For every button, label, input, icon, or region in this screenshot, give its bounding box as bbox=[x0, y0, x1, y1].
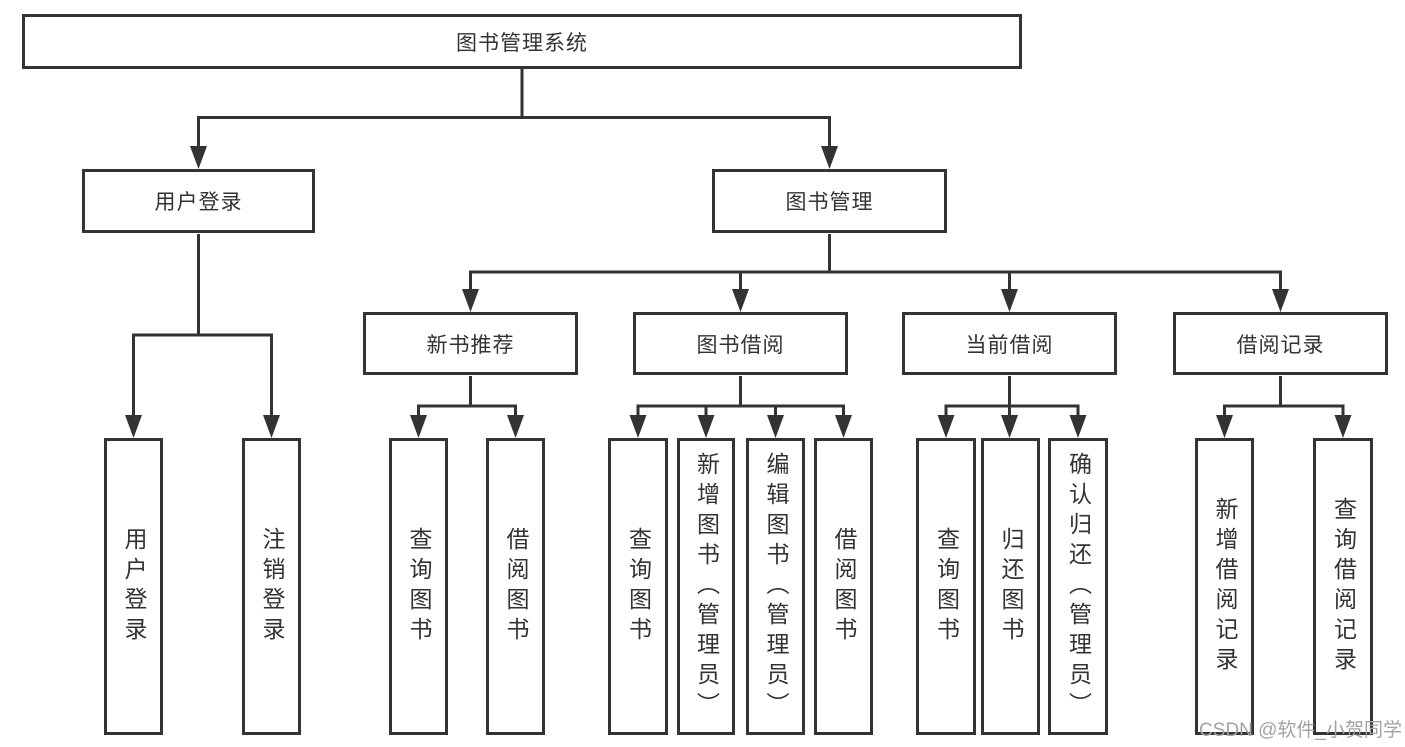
leaf-logout-login: 注销登录 bbox=[242, 438, 301, 735]
leaf-user-login: 用户登录 bbox=[104, 438, 163, 735]
leaf-query-book-current: 查询图书 bbox=[916, 438, 976, 735]
csdn-watermark: CSDN @软件_小贺同学 bbox=[1199, 720, 1402, 741]
leaf-add-borrow-record: 新增借阅记录 bbox=[1195, 438, 1254, 735]
root-node-library-system: 图书管理系统 bbox=[22, 14, 1022, 69]
leaf-edit-book-admin: 编辑图书（管理员） bbox=[746, 438, 805, 735]
leaf-confirm-return-admin: 确认归还（管理员） bbox=[1048, 438, 1108, 735]
leaf-query-borrow-record: 查询借阅记录 bbox=[1313, 438, 1373, 735]
node-current-borrow: 当前借阅 bbox=[902, 312, 1117, 375]
node-book-borrow: 图书借阅 bbox=[633, 312, 848, 375]
node-borrow-record: 借阅记录 bbox=[1173, 312, 1388, 375]
leaf-borrow-book-recommend: 借阅图书 bbox=[486, 438, 545, 735]
leaf-return-book: 归还图书 bbox=[981, 438, 1040, 735]
arrowhead-icons bbox=[125, 146, 1352, 438]
node-book-management: 图书管理 bbox=[712, 169, 947, 233]
leaf-query-book-borrow: 查询图书 bbox=[608, 438, 668, 735]
leaf-borrow-book: 借阅图书 bbox=[814, 438, 873, 735]
node-user-login: 用户登录 bbox=[82, 169, 315, 233]
leaf-query-book-recommend: 查询图书 bbox=[389, 438, 448, 735]
leaf-add-book-admin: 新增图书（管理员） bbox=[677, 438, 735, 735]
node-new-book-recommend: 新书推荐 bbox=[363, 312, 578, 375]
